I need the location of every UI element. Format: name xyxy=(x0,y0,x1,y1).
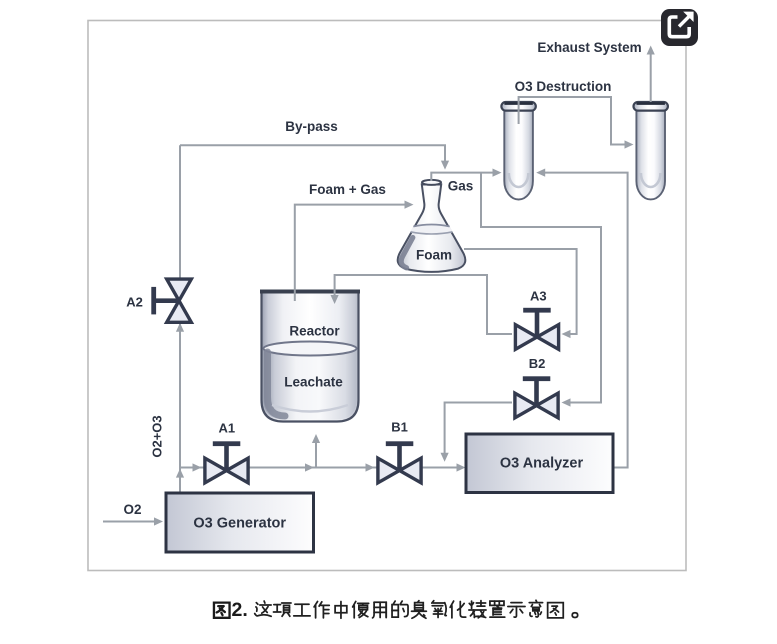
svg-text:Leachate: Leachate xyxy=(284,375,343,390)
svg-text:O3 Destruction: O3 Destruction xyxy=(515,79,612,94)
svg-text:O2: O2 xyxy=(123,502,141,517)
svg-text:2.: 2. xyxy=(232,599,248,621)
svg-text:Foam + Gas: Foam + Gas xyxy=(309,182,386,197)
svg-text:O3 Analyzer: O3 Analyzer xyxy=(500,456,584,472)
svg-text:A3: A3 xyxy=(530,289,547,304)
svg-text:Exhaust System: Exhaust System xyxy=(537,40,641,55)
svg-text:By-pass: By-pass xyxy=(285,119,338,134)
svg-text:O3 Generator: O3 Generator xyxy=(193,516,286,532)
svg-text:Reactor: Reactor xyxy=(289,324,340,339)
svg-text:Foam: Foam xyxy=(416,248,452,263)
svg-text:A1: A1 xyxy=(218,421,235,436)
svg-text:A2: A2 xyxy=(126,295,143,310)
svg-text:Gas: Gas xyxy=(448,179,474,194)
svg-text:B1: B1 xyxy=(391,420,408,435)
svg-text:O2+O3: O2+O3 xyxy=(150,415,165,457)
svg-text:B2: B2 xyxy=(529,356,546,371)
